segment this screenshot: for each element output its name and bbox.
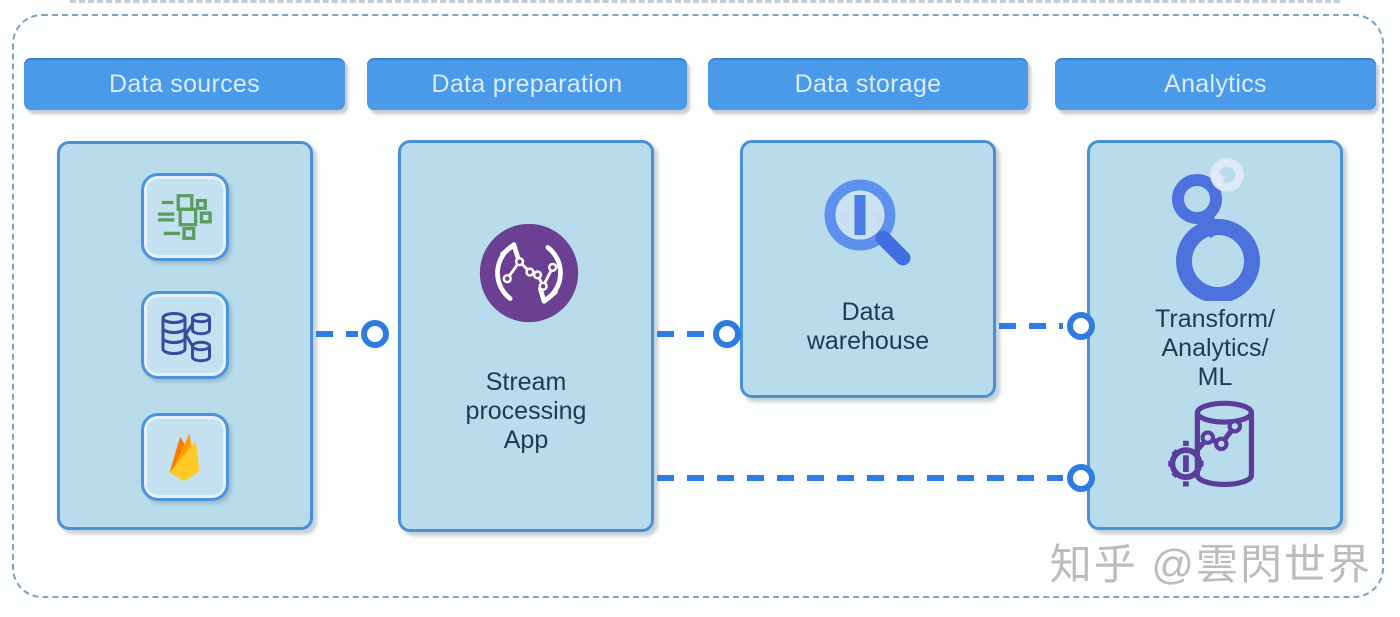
looker-rings-icon — [1172, 158, 1260, 301]
header-analytics-label: Analytics — [1164, 69, 1267, 98]
stream-processing-label: Stream processing App — [465, 368, 587, 454]
header-data-storage-label: Data storage — [794, 69, 942, 98]
header-data-preparation: Data preparation — [367, 58, 687, 110]
header-data-sources-label: Data sources — [109, 69, 260, 98]
data-warehouse-search-icon — [824, 179, 911, 266]
data-sources-box — [57, 141, 313, 530]
firebase-flame-icon — [169, 432, 200, 482]
sharded-database-icon — [161, 312, 211, 363]
header-data-sources: Data sources — [24, 58, 345, 110]
streaming-data-tile — [141, 173, 229, 261]
cropped-top-dashed-line — [70, 0, 1340, 3]
streaming-data-icon — [157, 194, 212, 240]
sharded-database-tile — [141, 291, 229, 379]
data-warehouse-box: Data warehouse — [740, 140, 996, 398]
firebase-tile — [141, 413, 229, 501]
stream-processing-icon — [479, 223, 579, 323]
header-analytics: Analytics — [1055, 58, 1376, 110]
analytics-box: Transform/ Analytics/ ML — [1087, 140, 1343, 530]
header-data-preparation-label: Data preparation — [431, 69, 623, 98]
analytics-label: Transform/ Analytics/ ML — [1155, 305, 1275, 391]
ml-database-gear-icon — [1168, 400, 1255, 488]
diagram-dashed-frame — [12, 14, 1384, 598]
watermark: 知乎 @雲閃世界 — [1049, 541, 1372, 588]
header-data-storage: Data storage — [708, 58, 1028, 110]
stream-processing-box: Stream processing App — [398, 140, 654, 532]
data-warehouse-label: Data warehouse — [806, 298, 930, 355]
